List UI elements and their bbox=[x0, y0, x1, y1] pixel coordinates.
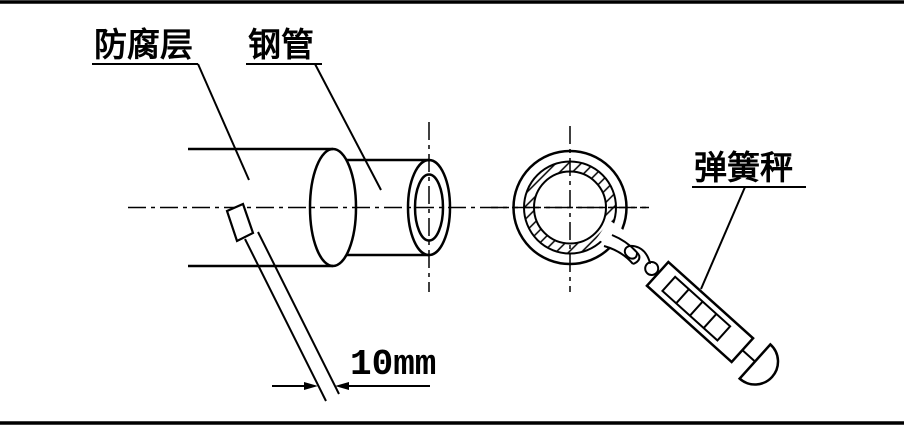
coating-label: 防腐层 bbox=[94, 26, 193, 63]
coating-outer-circle bbox=[512, 149, 628, 266]
pipe-side-view bbox=[128, 122, 649, 402]
pipe-leader-line bbox=[314, 63, 382, 191]
callout-labels: 防腐层 钢管 弹簧秤 bbox=[92, 26, 806, 290]
peel-tongue-outer bbox=[603, 245, 634, 265]
pipe-bore-ellipse bbox=[413, 173, 445, 242]
peel-tongue-cap bbox=[632, 254, 641, 265]
spring-scale-leader-line bbox=[700, 186, 746, 290]
peeled-coating-tab bbox=[225, 202, 255, 243]
scale-stem bbox=[741, 349, 756, 363]
strip-width-dimension: 10mm bbox=[272, 344, 436, 390]
dimension-arrow-left bbox=[304, 382, 318, 390]
spring-scale bbox=[644, 260, 780, 386]
peeled-strip-line-1 bbox=[244, 238, 327, 402]
coating-leader-line bbox=[197, 63, 250, 181]
dimension-arrow-right bbox=[335, 382, 349, 390]
scale-top-ring bbox=[644, 261, 660, 277]
pipe-cross-section bbox=[491, 126, 651, 292]
section-break-patch bbox=[596, 220, 638, 258]
scale-division-3 bbox=[702, 313, 718, 329]
scale-body bbox=[645, 260, 755, 364]
scale-division-1 bbox=[675, 288, 690, 305]
pipe-label: 钢管 bbox=[248, 26, 314, 63]
peeled-strip-line-2 bbox=[257, 231, 340, 395]
scale-division-2 bbox=[689, 300, 704, 317]
dimension-text: 10mm bbox=[350, 344, 436, 385]
spring-scale-label: 弹簧秤 bbox=[694, 149, 793, 186]
coating-end-ellipse bbox=[308, 147, 358, 268]
hook-icon bbox=[623, 244, 651, 264]
scale-pull-handle bbox=[737, 342, 780, 386]
